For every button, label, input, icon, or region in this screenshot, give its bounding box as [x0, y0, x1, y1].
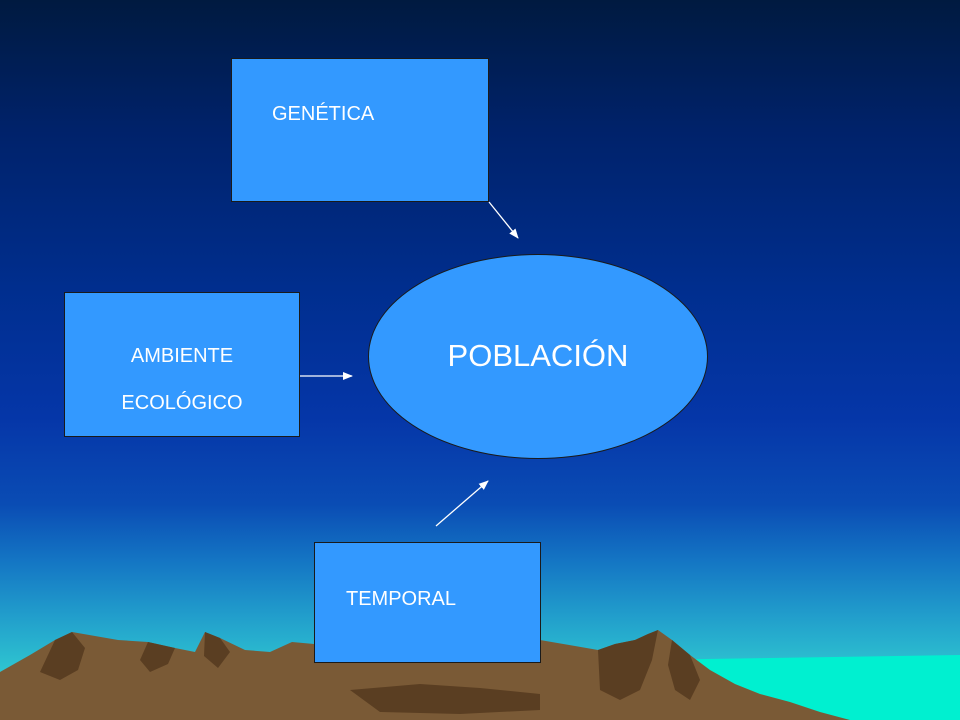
mountain-shadow — [350, 684, 540, 714]
ambiente-label: AMBIENTE — [130, 345, 234, 367]
mountain-shadow — [668, 640, 700, 700]
poblacion-label: POBLACIÓN — [447, 338, 629, 373]
temporal-label: TEMPORAL — [346, 588, 457, 610]
genetica-box: GENÉTICA — [231, 58, 489, 202]
mountain-shadow — [140, 642, 175, 672]
ambiente-ecologico-box: AMBIENTE ECOLÓGICO — [64, 292, 300, 437]
mountain-shadow — [204, 632, 230, 668]
mountain-shadow — [598, 630, 658, 700]
poblacion-ellipse: POBLACIÓN — [368, 254, 708, 459]
temporal-box: TEMPORAL — [314, 542, 541, 663]
genetica-label: GENÉTICA — [272, 103, 375, 125]
mountain-shadow — [40, 632, 85, 680]
ecologico-label: ECOLÓGICO — [121, 392, 243, 414]
